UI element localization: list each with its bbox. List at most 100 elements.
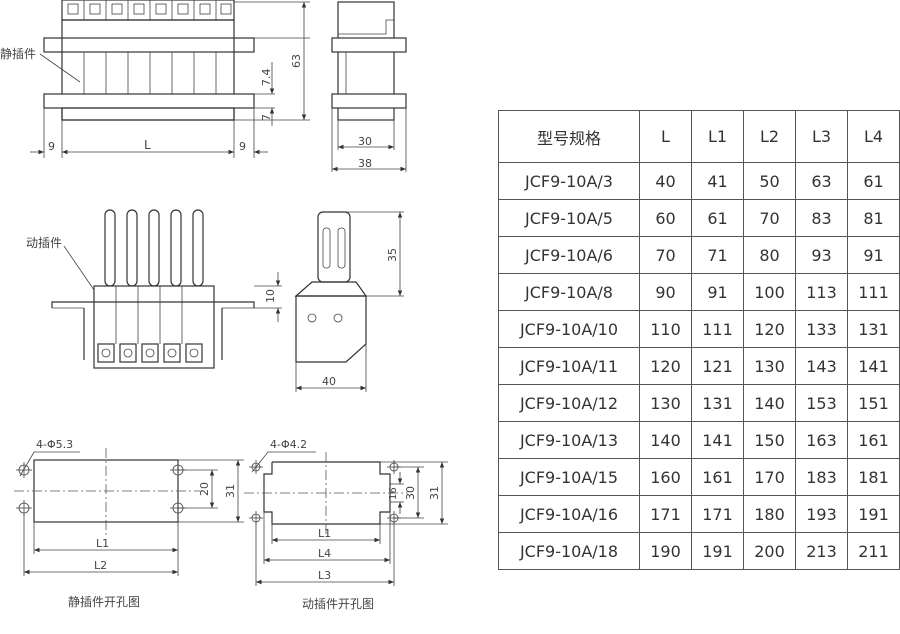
dim-30-bottom: 30 [404,486,417,500]
value-cell: 81 [847,199,900,237]
value-cell: 80 [743,236,796,274]
moving-cutout-caption: 动插件开孔图 [302,597,374,611]
dim-63: 63 [290,54,303,68]
dim-20: 20 [198,482,211,496]
dim-7: 7 [260,114,273,121]
dim-40: 40 [322,375,336,388]
value-cell: 171 [691,495,744,533]
value-cell: 93 [795,236,848,274]
model-cell: JCF9-10A/3 [498,162,640,200]
dim-30-top: 30 [358,135,372,148]
value-cell: 163 [795,421,848,459]
header-L3: L3 [795,110,848,163]
value-cell: 183 [795,458,848,496]
value-cell: 113 [795,273,848,311]
value-cell: 191 [847,495,900,533]
dim-38: 38 [358,157,372,170]
dim-L3: L3 [318,569,331,582]
model-cell: JCF9-10A/16 [498,495,640,533]
value-cell: 50 [743,162,796,200]
dim-9-left: 9 [48,140,55,153]
value-cell: 211 [847,532,900,570]
value-cell: 60 [639,199,692,237]
value-cell: 140 [743,384,796,422]
value-cell: 190 [639,532,692,570]
model-cell: JCF9-10A/8 [498,273,640,311]
static-plug-side-view: 30 38 [331,1,407,172]
value-cell: 180 [743,495,796,533]
value-cell: 131 [691,384,744,422]
value-cell: 70 [743,199,796,237]
dim-7-4: 7.4 [260,69,273,87]
value-cell: 40 [639,162,692,200]
value-cell: 100 [743,273,796,311]
dim-10: 10 [264,289,277,303]
model-cell: JCF9-10A/5 [498,199,640,237]
header-L4: L4 [847,110,900,163]
model-cell: JCF9-10A/11 [498,347,640,385]
moving-plug-label: 动插件 [26,236,62,250]
moving-plug-front-view: 10 动插件 [26,209,282,369]
value-cell: 153 [795,384,848,422]
value-cell: 160 [639,458,692,496]
header-L1: L1 [691,110,744,163]
header-L: L [639,110,692,163]
static-cutout-caption: 静插件开孔图 [68,595,140,609]
moving-cutout-drawing: 4-Φ4.2 16 30 31 L1 L4 L3 动插件开孔图 [244,438,448,611]
model-cell: JCF9-10A/10 [498,310,640,348]
value-cell: 213 [795,532,848,570]
value-cell: 110 [639,310,692,348]
value-cell: 41 [691,162,744,200]
model-cell: JCF9-10A/18 [498,532,640,570]
value-cell: 141 [847,347,900,385]
value-cell: 61 [847,162,900,200]
value-cell: 170 [743,458,796,496]
dim-31-left: 31 [224,484,237,498]
value-cell: 161 [847,421,900,459]
value-cell: 150 [743,421,796,459]
value-cell: 131 [847,310,900,348]
value-cell: 130 [639,384,692,422]
value-cell: 140 [639,421,692,459]
static-cutout-drawing: 4-Φ5.3 20 31 L1 L2 静插件开孔图 [14,438,244,609]
value-cell: 111 [847,273,900,311]
static-plug-front-view: 9 L 9 7.4 7 63 静插件 [0,0,310,158]
value-cell: 200 [743,532,796,570]
header-L2: L2 [743,110,796,163]
static-plug-pin-housings [61,0,235,21]
dim-31-right: 31 [428,486,441,500]
value-cell: 141 [691,421,744,459]
model-cell: JCF9-10A/12 [498,384,640,422]
static-hole-spec: 4-Φ5.3 [36,438,73,451]
value-cell: 133 [795,310,848,348]
value-cell: 120 [743,310,796,348]
value-cell: 63 [795,162,848,200]
model-cell: JCF9-10A/6 [498,236,640,274]
value-cell: 61 [691,199,744,237]
value-cell: 121 [691,347,744,385]
moving-plug-side-view: 35 40 [294,211,404,392]
value-cell: 91 [691,273,744,311]
dim-L1-right: L1 [318,527,331,540]
dim-16: 16 [388,487,399,500]
value-cell: 130 [743,347,796,385]
header-model: 型号规格 [498,110,640,163]
value-cell: 171 [639,495,692,533]
moving-hole-spec: 4-Φ4.2 [270,438,307,451]
value-cell: 191 [691,532,744,570]
value-cell: 120 [639,347,692,385]
moving-plug-terminals [97,343,203,363]
dim-L4: L4 [318,547,331,560]
